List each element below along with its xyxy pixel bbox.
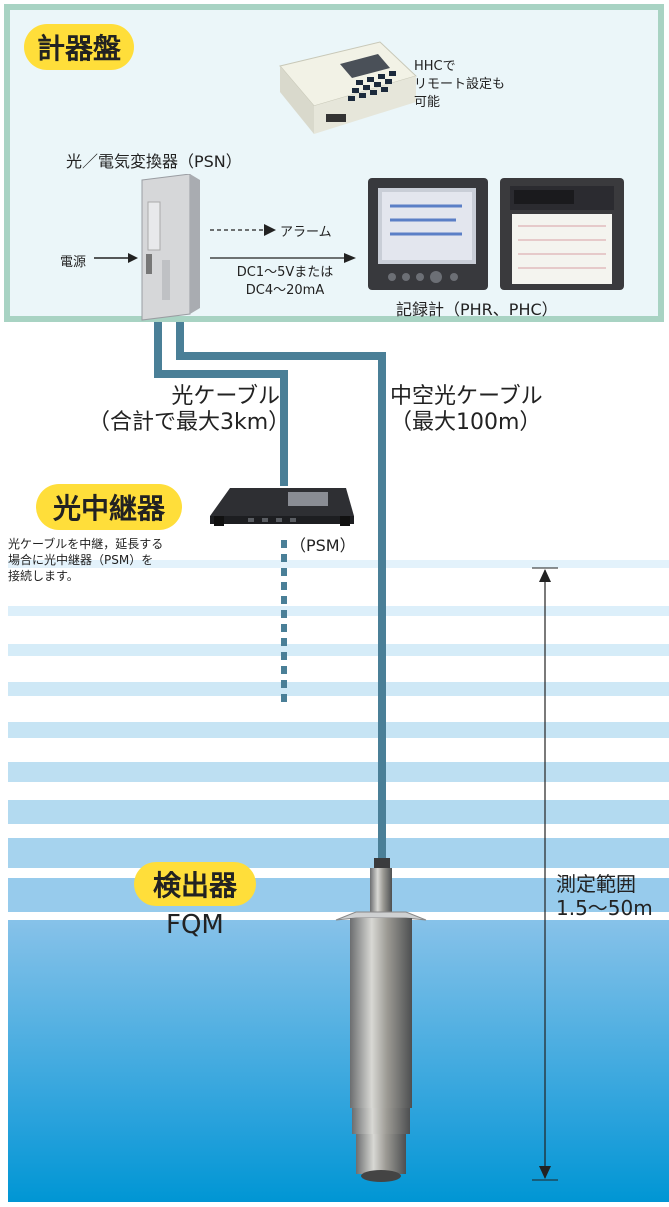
power-arrow-icon: [94, 253, 138, 263]
optical-cable-vertical: [154, 322, 162, 376]
hollow-cable-label: 中空光ケーブル （最大100m）: [390, 384, 543, 435]
relay-device-icon: [210, 488, 354, 526]
water-gradient: [8, 560, 669, 1202]
recorder-phc-icon: [500, 178, 624, 290]
output-arrow-icon: [210, 253, 356, 263]
relay-model-label: （PSM）: [290, 536, 356, 555]
converter-device-icon: [141, 174, 200, 321]
measurement-range-arrow: [532, 567, 558, 1181]
relay-title-badge: 光中継器: [36, 484, 182, 530]
recorder-label: 記録計（PHR、PHC）: [396, 300, 558, 319]
power-label: 電源: [60, 255, 87, 270]
hollow-cable-vertical: [176, 322, 184, 360]
alarm-arrow-icon: [210, 224, 276, 236]
detector-title-badge: 検出器: [134, 862, 256, 906]
hhc-note: HHCで リモート設定も 可能: [414, 59, 506, 110]
hollow-cable-down: [378, 352, 386, 864]
detector-model-label: FQM: [166, 910, 224, 940]
optical-cable-horizontal: [154, 370, 288, 378]
output-signal-label: DC1～5Vまたは DC4～20mA: [236, 265, 334, 298]
hollow-cable-horizontal: [176, 352, 386, 360]
optical-cable-dotted: [281, 540, 287, 706]
converter-label: 光／電気変換器（PSN）: [66, 152, 242, 171]
optical-cable-label: 光ケーブル （合計で最大3km）: [88, 384, 291, 435]
measurement-range-label: 測定範囲 1.5～50m: [556, 872, 653, 920]
detector-device-icon: [335, 858, 427, 1182]
alarm-label: アラーム: [280, 225, 332, 240]
panel-title-badge: 計器盤: [24, 24, 134, 70]
recorder-phr-icon: [368, 178, 488, 290]
hhc-device-icon: [279, 41, 417, 134]
relay-note: 光ケーブルを中継，延長する 場合に光中継器（PSM）を 接続します。: [8, 537, 164, 583]
optical-cable-to-relay: [280, 370, 288, 486]
